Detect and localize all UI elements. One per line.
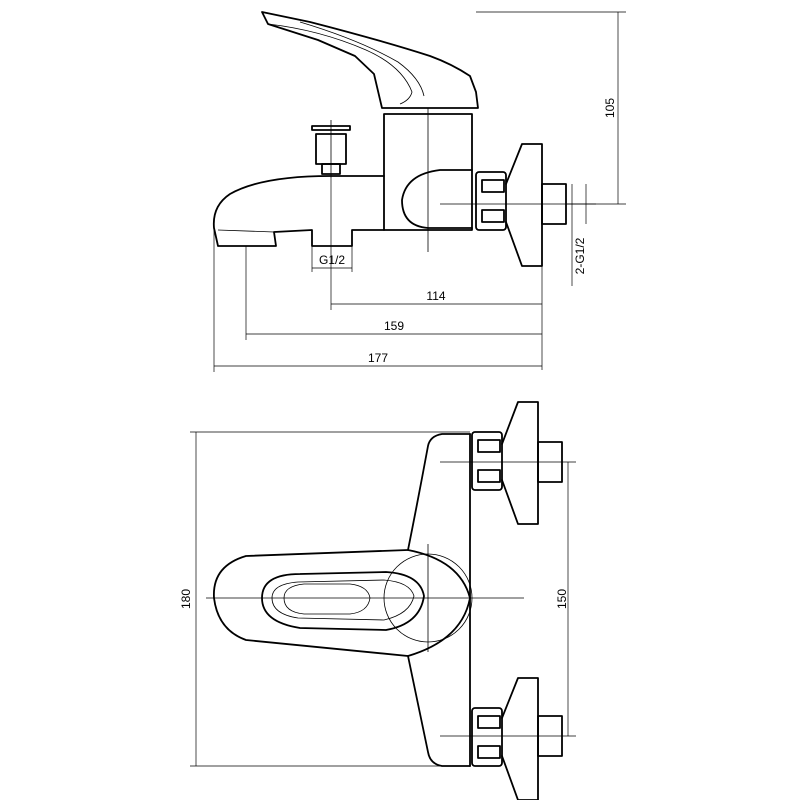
side-spout-outlet-line (217, 229, 275, 233)
side-lever-inner-line (267, 23, 413, 105)
side-lever-inner-line-2 (299, 21, 425, 97)
side-spout (212, 175, 385, 247)
top-handle-circle (383, 553, 473, 643)
side-lever-handle (261, 11, 479, 109)
dim-180: 180 (179, 589, 193, 609)
dim-height-105: 105 (603, 98, 617, 118)
top-view: 180 150 (179, 401, 576, 800)
dim-114: 114 (426, 289, 445, 303)
dim-outlet-thread: G1/2 (319, 253, 345, 267)
top-upper-flange (501, 401, 539, 525)
side-view: 105 2-G1/2 G1/2 114 159 177 (212, 11, 626, 372)
side-connector-nut (475, 171, 507, 231)
top-lever-outer (213, 549, 409, 657)
side-diverter-knob (311, 125, 351, 131)
dim-177: 177 (368, 351, 388, 365)
dim-159: 159 (384, 319, 404, 333)
dim-inlet-thread: 2-G1/2 (573, 237, 587, 274)
top-lower-connector-nut (471, 707, 503, 767)
side-flange (505, 143, 543, 267)
top-lever-hole (283, 583, 371, 615)
side-nut-band-bottom (481, 209, 505, 223)
dim-150: 150 (555, 589, 569, 609)
side-nut-band-top (481, 179, 505, 193)
side-oval-cutout (401, 169, 473, 229)
top-body-outline (407, 433, 471, 767)
top-lower-flange (501, 677, 539, 800)
top-upper-connector-nut (471, 431, 503, 491)
